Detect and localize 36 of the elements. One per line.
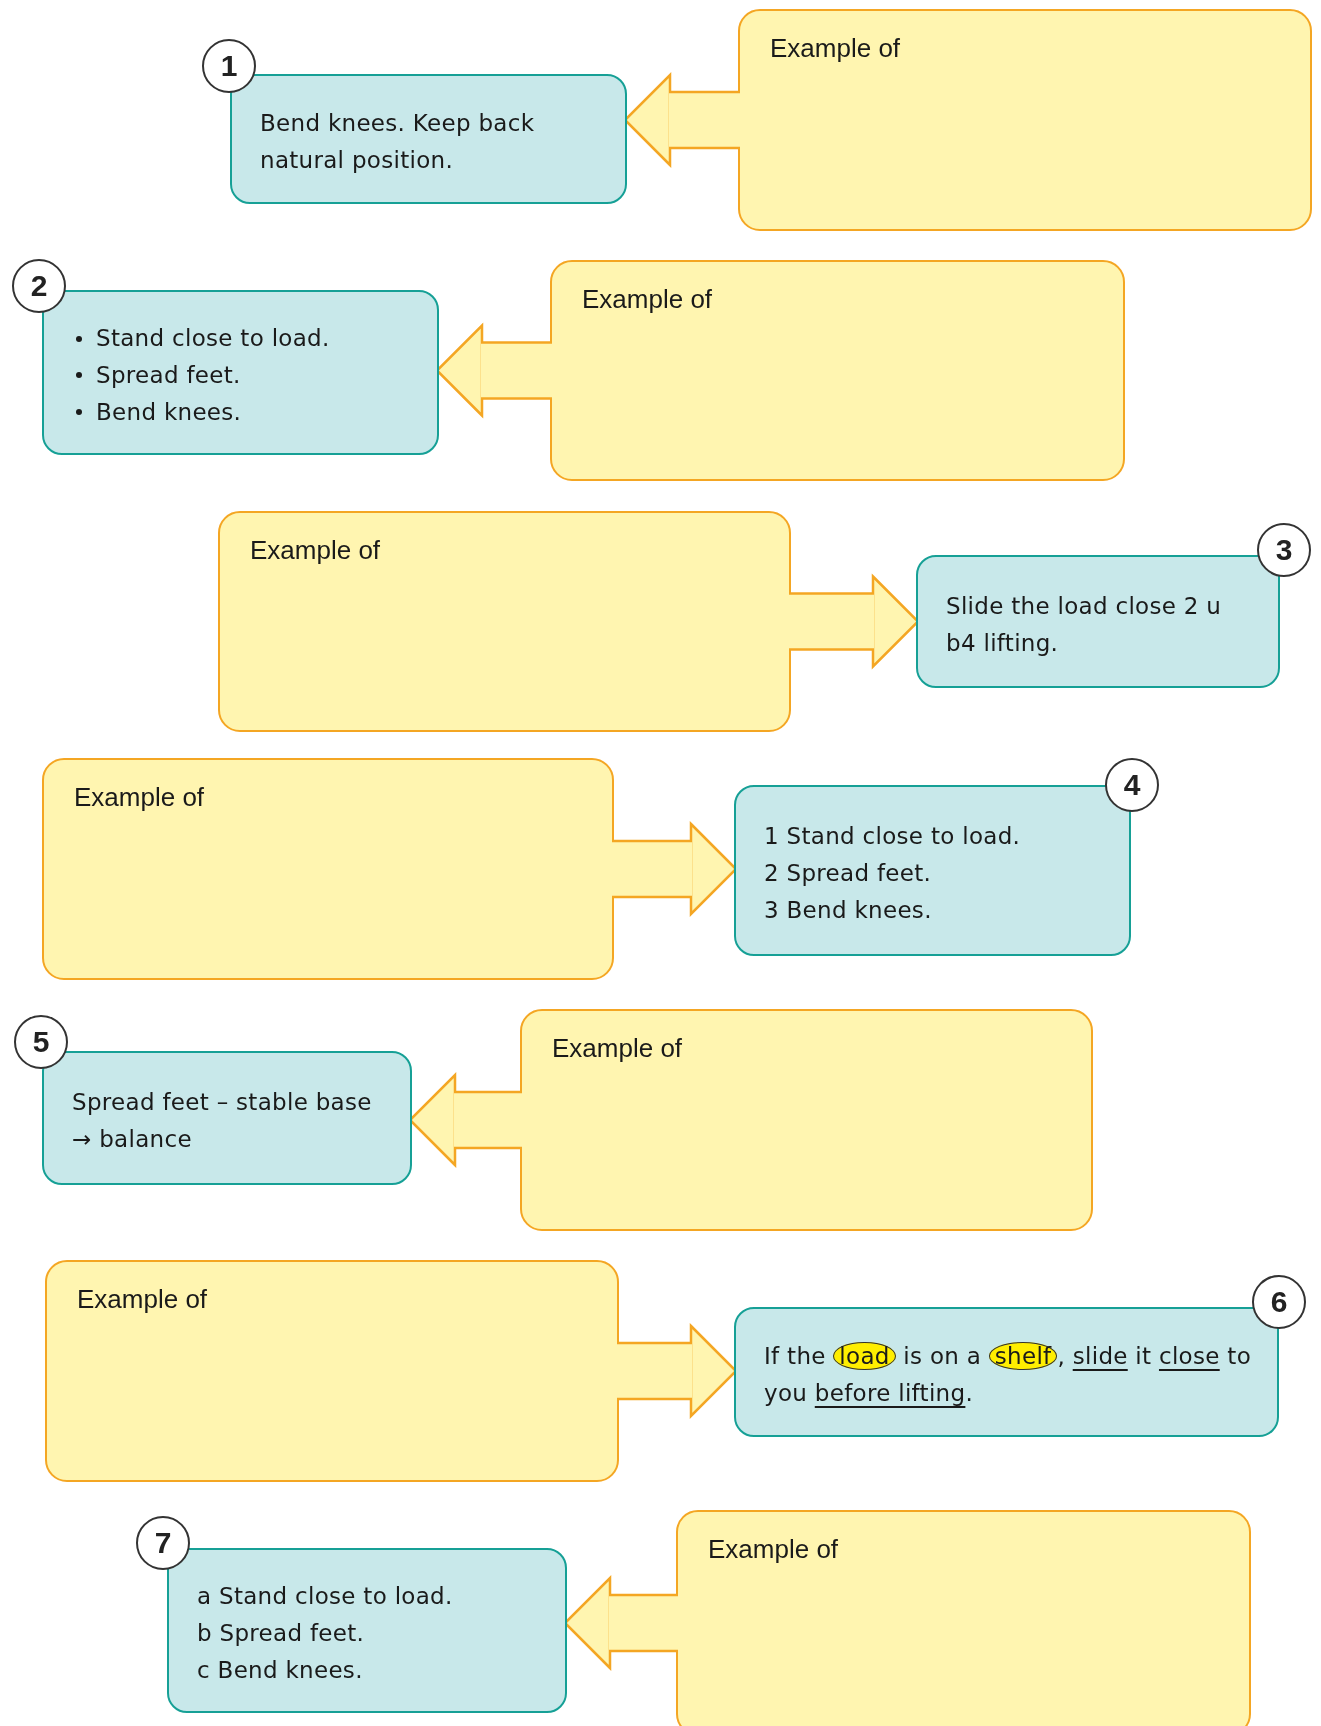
- prompt-text: Example of: [250, 535, 381, 566]
- number-circle: 7: [136, 1516, 190, 1570]
- note-text: If the load is on a shelf, slide it close to you before lifting.: [764, 1341, 1253, 1408]
- number-circle: 6: [1252, 1275, 1306, 1329]
- answer-box: [676, 1510, 1251, 1726]
- list-item: Stand close to load.: [96, 324, 330, 354]
- prompt-text: Example of: [582, 284, 713, 315]
- note-text: Slide the load close 2 u b4 lifting.: [946, 591, 1223, 658]
- list-item: Bend knees.: [96, 397, 242, 427]
- number-circle: 2: [12, 259, 66, 313]
- number-circle: 1: [202, 39, 256, 93]
- note-text: Bend knees. Keep back natural position.: [260, 109, 536, 175]
- note-text: a Stand close to load.: [197, 1582, 454, 1612]
- answer-box: [738, 9, 1312, 231]
- prompt-text: Example of: [74, 782, 205, 813]
- answer-box: [550, 260, 1125, 481]
- note-box: [230, 74, 627, 204]
- note-text: 1 Stand close to load.: [764, 822, 1022, 852]
- answer-box: [42, 758, 614, 980]
- note-box: [42, 1051, 412, 1185]
- note-text: Spread feet – stable base → balance: [72, 1088, 373, 1154]
- note-text: b Spread feet.: [197, 1619, 366, 1649]
- prompt-text: Example of: [708, 1534, 839, 1565]
- note-text: 3 Bend knees.: [764, 895, 933, 925]
- list-item: Spread feet.: [96, 361, 241, 391]
- answer-box: [520, 1009, 1093, 1231]
- note-text: 2 Spread feet.: [764, 859, 933, 889]
- number-circle: 4: [1105, 758, 1159, 812]
- prompt-text: Example of: [77, 1284, 208, 1315]
- prompt-text: Example of: [552, 1033, 683, 1064]
- prompt-text: Example of: [770, 33, 901, 64]
- number-circle: 3: [1257, 523, 1311, 577]
- answer-box: [218, 511, 791, 732]
- note-text: c Bend knees.: [197, 1655, 364, 1685]
- number-circle: 5: [14, 1015, 68, 1069]
- answer-box: [45, 1260, 619, 1482]
